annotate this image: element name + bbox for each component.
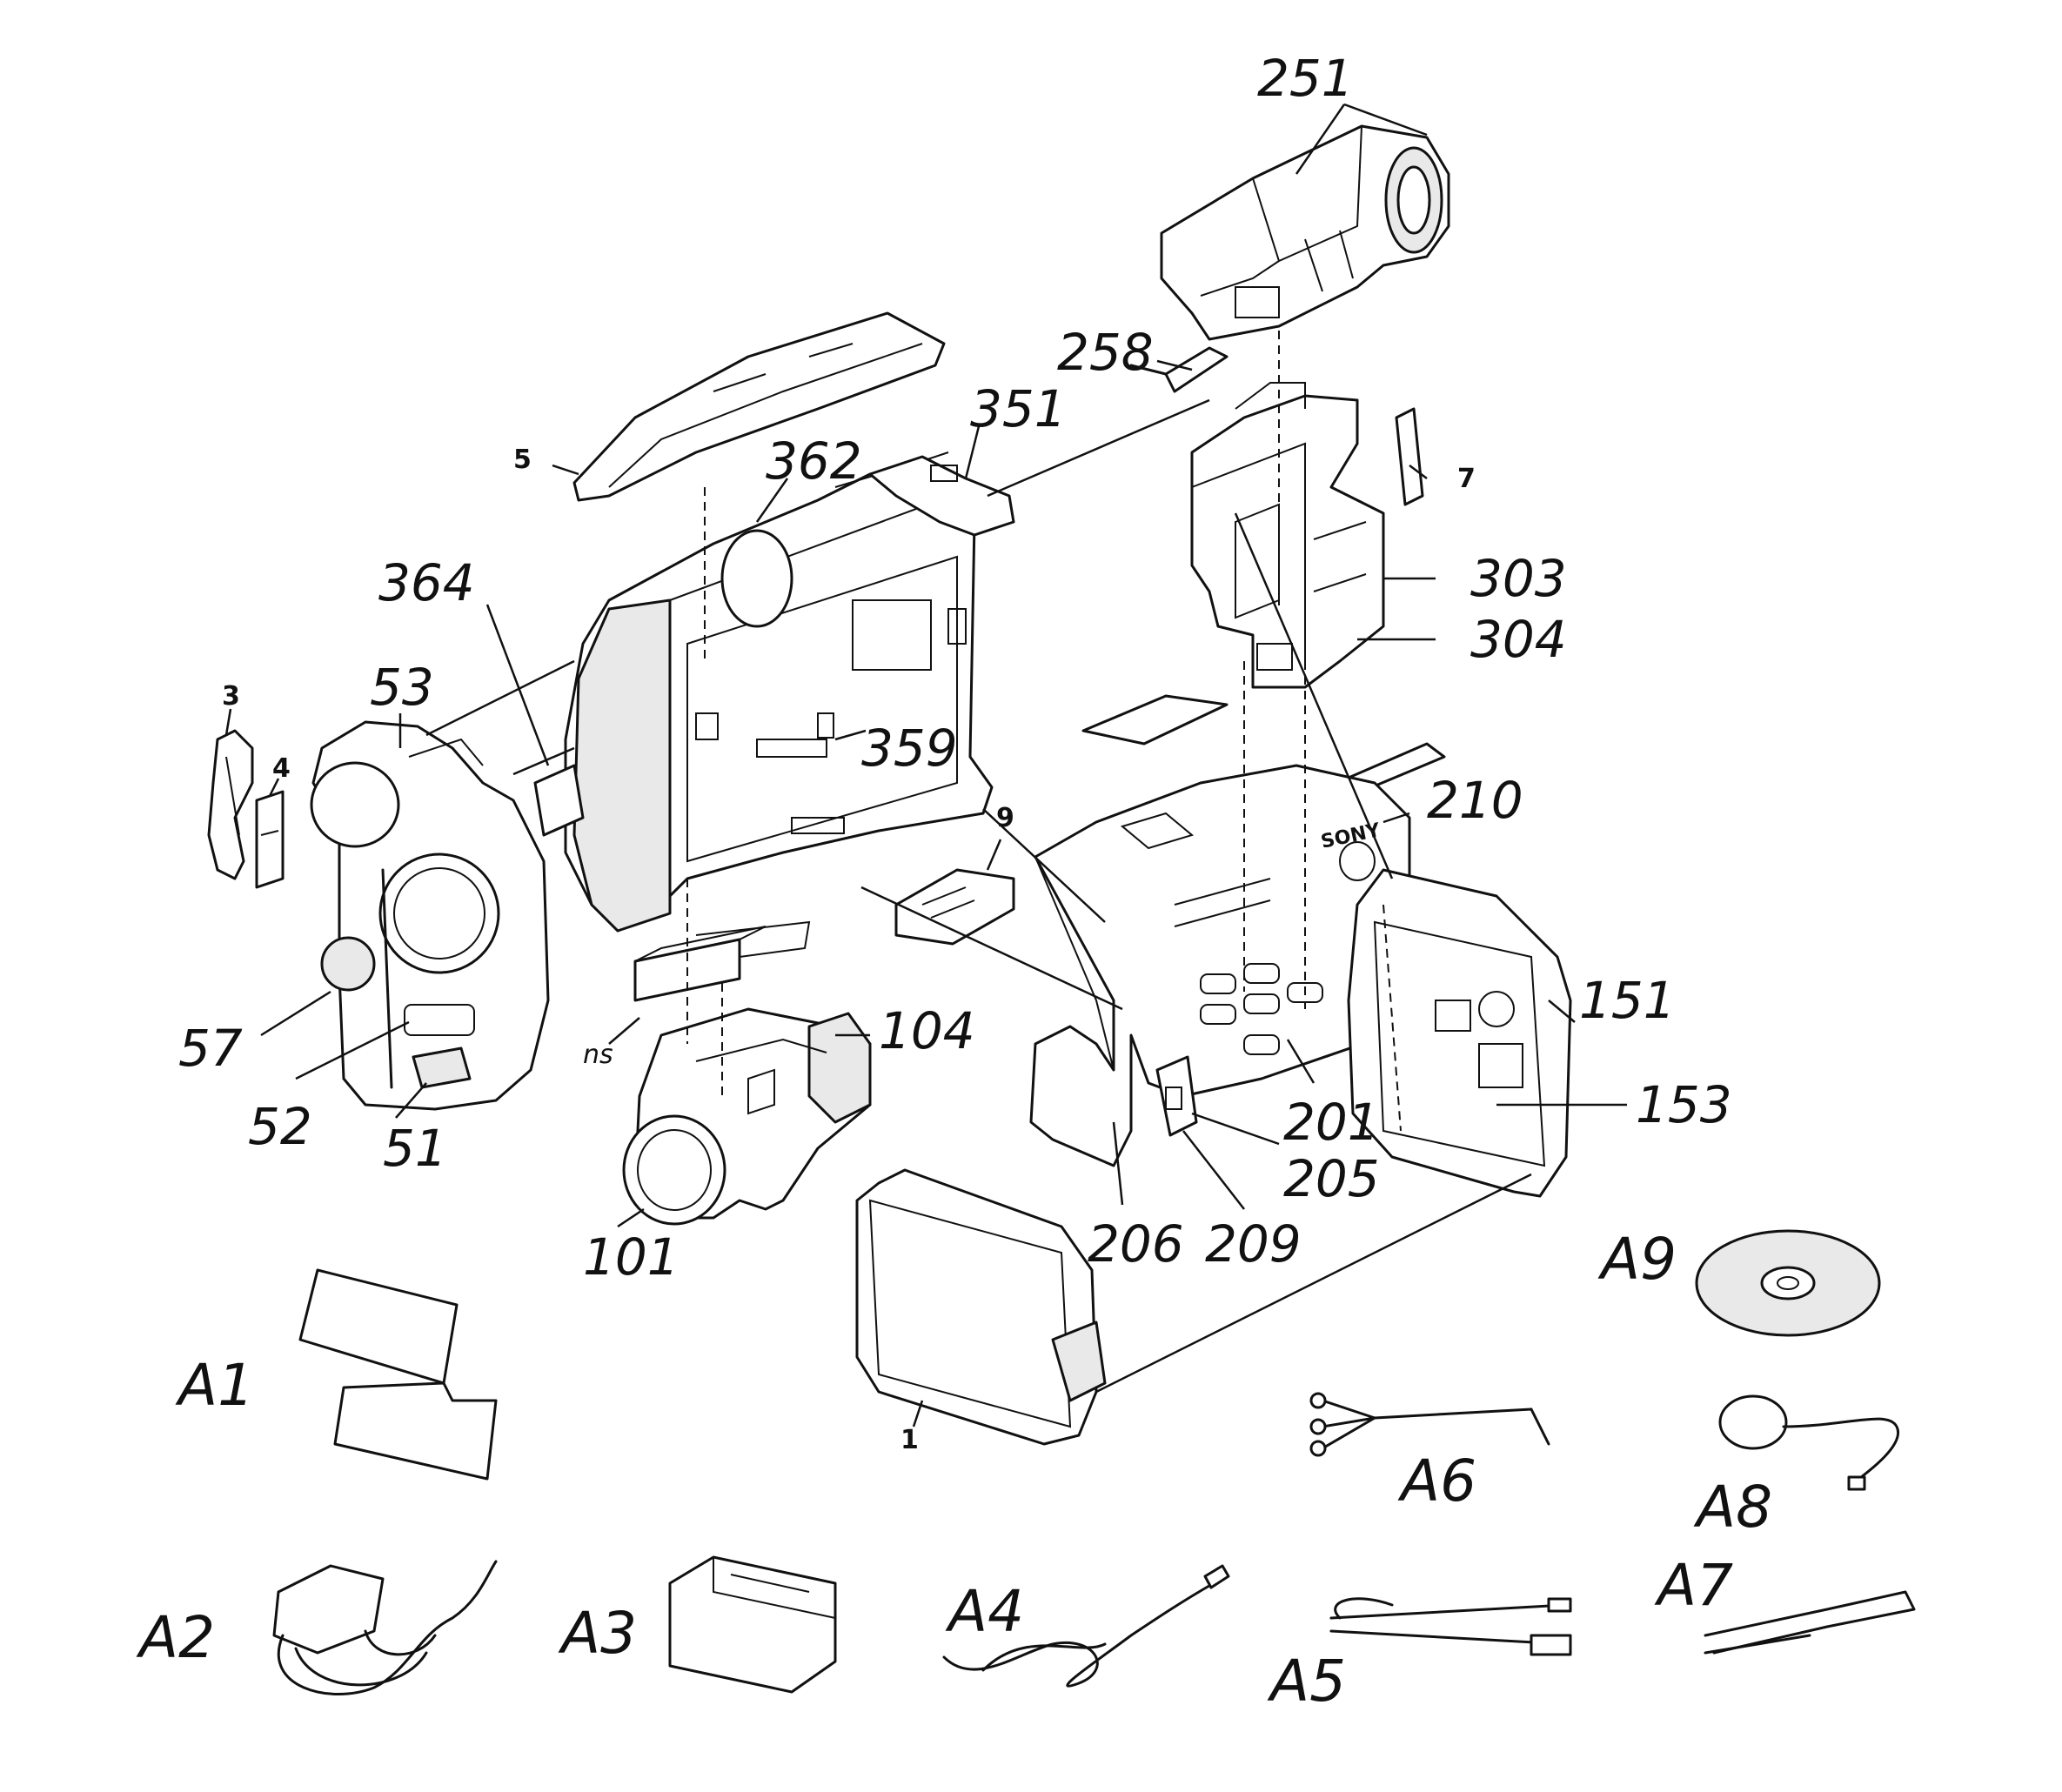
part-101-lens-block <box>622 1007 872 1226</box>
label-205: 205 <box>1283 1149 1380 1208</box>
label-362: 362 <box>766 431 862 491</box>
part-3-grip <box>207 729 254 880</box>
label-51: 51 <box>383 1119 447 1178</box>
label-351: 351 <box>970 379 1067 438</box>
label-a4: A4 <box>945 1578 1024 1645</box>
part-364-side-piece <box>533 764 585 837</box>
part-359-main-chassis <box>564 451 994 933</box>
label-359: 359 <box>861 719 958 778</box>
assembly-lines <box>425 331 1532 1394</box>
part-303-rear-assembly <box>1190 382 1385 689</box>
label-a1: A1 <box>175 1352 254 1419</box>
label-101: 101 <box>583 1227 680 1287</box>
accessory-a9-cd <box>1695 1229 1881 1337</box>
accessory-a5-usb-cable <box>1329 1597 1572 1656</box>
label-210: 210 <box>1427 771 1523 830</box>
label-364: 364 <box>378 553 475 612</box>
part-205-switch <box>1155 1055 1198 1137</box>
label-a6: A6 <box>1397 1448 1476 1515</box>
label-151: 151 <box>1579 971 1676 1030</box>
accessory-a1-manual <box>298 1268 498 1481</box>
label-303: 303 <box>1470 549 1567 608</box>
part-210-cabinet: SONY <box>1029 764 1411 1167</box>
label-304: 304 <box>1470 610 1567 669</box>
label-a8: A8 <box>1693 1474 1772 1541</box>
part-351-bracket <box>868 455 1015 537</box>
label-104: 104 <box>879 1001 975 1060</box>
part-53-front-panel <box>310 720 550 1111</box>
accessory-a4-cable <box>942 1564 1230 1688</box>
accessory-labels: A1 A2 A3 A4 A5 A6 A7 A8 A9 <box>136 1226 1772 1715</box>
label-ns: ns <box>583 1040 613 1070</box>
part-258-flex <box>1129 346 1228 393</box>
accessory-a6-av-cable <box>1309 1392 1550 1457</box>
label-1: 1 <box>900 1425 919 1455</box>
label-7: 7 <box>1457 464 1476 494</box>
leader-lines <box>224 103 1627 1428</box>
label-206: 206 <box>1088 1214 1184 1274</box>
label-209: 209 <box>1205 1214 1302 1274</box>
label-251: 251 <box>1257 49 1354 108</box>
label-a7: A7 <box>1654 1552 1733 1619</box>
label-52: 52 <box>248 1097 312 1156</box>
part-9-board <box>894 868 1015 946</box>
accessory-a3-battery <box>668 1555 837 1694</box>
label-258: 258 <box>1057 323 1154 382</box>
label-201: 201 <box>1283 1093 1380 1152</box>
label-a3: A3 <box>558 1600 637 1667</box>
label-a9: A9 <box>1597 1226 1677 1293</box>
accessory-a2-ac-adapter <box>272 1560 498 1695</box>
label-153: 153 <box>1636 1075 1732 1134</box>
label-a5: A5 <box>1267 1648 1346 1715</box>
part-4-bracket <box>255 790 285 889</box>
accessory-a7-strap <box>1704 1590 1916 1655</box>
part-7-clip <box>1395 407 1424 506</box>
part-251-viewfinder <box>1160 124 1450 341</box>
label-4: 4 <box>272 753 291 784</box>
part-1-lcd-panel <box>855 1168 1107 1446</box>
label-57: 57 <box>178 1019 243 1078</box>
label-53: 53 <box>370 658 434 717</box>
label-3: 3 <box>222 681 240 712</box>
label-9: 9 <box>996 803 1014 833</box>
part-151-lcd-frame <box>1347 868 1572 1198</box>
accessory-a8-lens-cap <box>1718 1394 1900 1491</box>
label-5: 5 <box>513 445 532 475</box>
part-labels: 251 258 351 5 362 7 303 304 364 53 3 4 3… <box>178 49 1732 1455</box>
label-a2: A2 <box>136 1604 215 1671</box>
part-5-top-cover <box>572 311 946 502</box>
